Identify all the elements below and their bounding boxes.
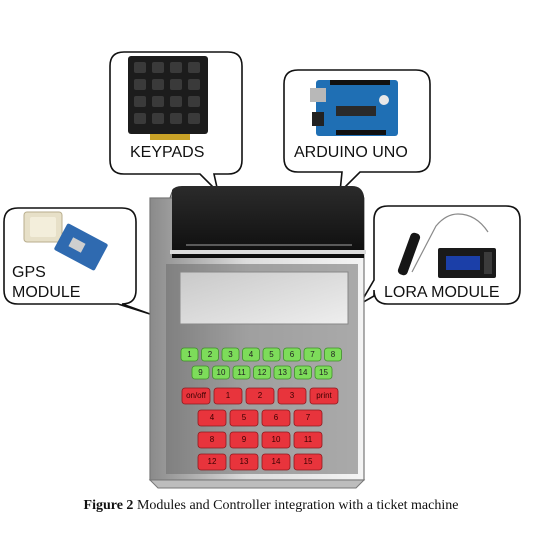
- key-label: 13: [239, 457, 249, 466]
- green-key-14: [294, 365, 312, 380]
- red-key-9: [229, 431, 259, 449]
- key-label: 10: [271, 435, 281, 444]
- key-label: 9: [198, 367, 203, 377]
- gps-bubble: [3, 207, 151, 315]
- key-label: 2: [207, 349, 213, 359]
- red-key-1: [213, 387, 243, 405]
- red-key-3: [277, 387, 307, 405]
- red-key-7: [293, 409, 323, 427]
- green-key-9: [191, 365, 210, 380]
- green-key-15: [314, 365, 333, 380]
- green-key-6: [283, 347, 301, 362]
- lora-bubble: [357, 205, 521, 307]
- green-key-4: [242, 347, 260, 362]
- green-key-7: [303, 347, 322, 362]
- lora-module-icon: [397, 213, 496, 278]
- keypad-icon: [128, 56, 208, 140]
- key-label: 5: [241, 413, 247, 422]
- red-key-11: [293, 431, 323, 449]
- key-label: 7: [305, 413, 311, 422]
- keypads-bubble: [109, 51, 243, 195]
- lora-label: LORA MODULE: [384, 284, 500, 301]
- key-label: 10: [216, 367, 226, 377]
- key-label: 3: [228, 349, 233, 359]
- red-key-10: [261, 431, 291, 449]
- key-label: 15: [303, 457, 313, 466]
- ticket-machine: [148, 186, 366, 489]
- key-label: 2: [257, 391, 263, 400]
- green-key-5: [262, 347, 281, 362]
- red-key-13: [229, 453, 259, 471]
- red-key-5: [229, 409, 259, 427]
- key-label: 1: [187, 349, 192, 359]
- red-key-12: [197, 453, 227, 471]
- key-label: 5: [269, 349, 274, 359]
- red-key-2: [245, 387, 275, 405]
- green-key-12: [253, 365, 271, 380]
- key-label: 14: [271, 457, 281, 466]
- green-key-10: [212, 365, 230, 380]
- key-label: print: [316, 391, 332, 400]
- arduino-bubble: [283, 69, 431, 195]
- key-label: 4: [209, 413, 215, 422]
- key-label: 6: [273, 413, 279, 422]
- red-key-8: [197, 431, 227, 449]
- green-key-2: [201, 347, 219, 362]
- key-label: 13: [278, 367, 287, 377]
- key-label: 14: [298, 367, 308, 377]
- red-key-print: [309, 387, 339, 405]
- red-key-15: [293, 453, 323, 471]
- green-key-1: [180, 347, 199, 362]
- red-key-4: [197, 409, 227, 427]
- green-key-8: [324, 347, 342, 362]
- red-key-onoff: [181, 387, 211, 405]
- caption-text: Modules and Controller integration with …: [133, 498, 459, 513]
- key-label: 7: [310, 349, 315, 359]
- key-label: 6: [289, 349, 295, 359]
- key-label: 12: [257, 367, 267, 377]
- key-label: 11: [237, 367, 246, 377]
- key-label: 12: [207, 457, 217, 466]
- key-label: 15: [319, 367, 328, 377]
- keypads-label: KEYPADS: [130, 144, 205, 161]
- green-key-11: [232, 365, 251, 380]
- green-key-3: [221, 347, 240, 362]
- key-label: 1: [225, 391, 231, 400]
- gps-label-line2: MODULE: [12, 284, 81, 301]
- key-label: 4: [248, 349, 254, 359]
- key-label: 9: [241, 435, 247, 444]
- key-label: 11: [303, 435, 313, 444]
- arduino-label: ARDUINO UNO: [294, 144, 408, 161]
- machine-keypad: [180, 347, 342, 471]
- gps-module-icon: [23, 211, 108, 271]
- caption-prefix: Figure 2: [83, 498, 134, 513]
- gps-label-line1: GPS: [12, 264, 46, 281]
- green-key-13: [273, 365, 292, 380]
- key-label: 8: [209, 435, 215, 444]
- key-label: on/off: [186, 391, 206, 400]
- key-label: 8: [330, 349, 336, 359]
- red-key-14: [261, 453, 291, 471]
- red-key-6: [261, 409, 291, 427]
- arduino-board-icon: [310, 80, 398, 136]
- figure-caption: Figure 2 Modules and Controller integrat…: [0, 498, 542, 514]
- key-label: 3: [289, 391, 295, 400]
